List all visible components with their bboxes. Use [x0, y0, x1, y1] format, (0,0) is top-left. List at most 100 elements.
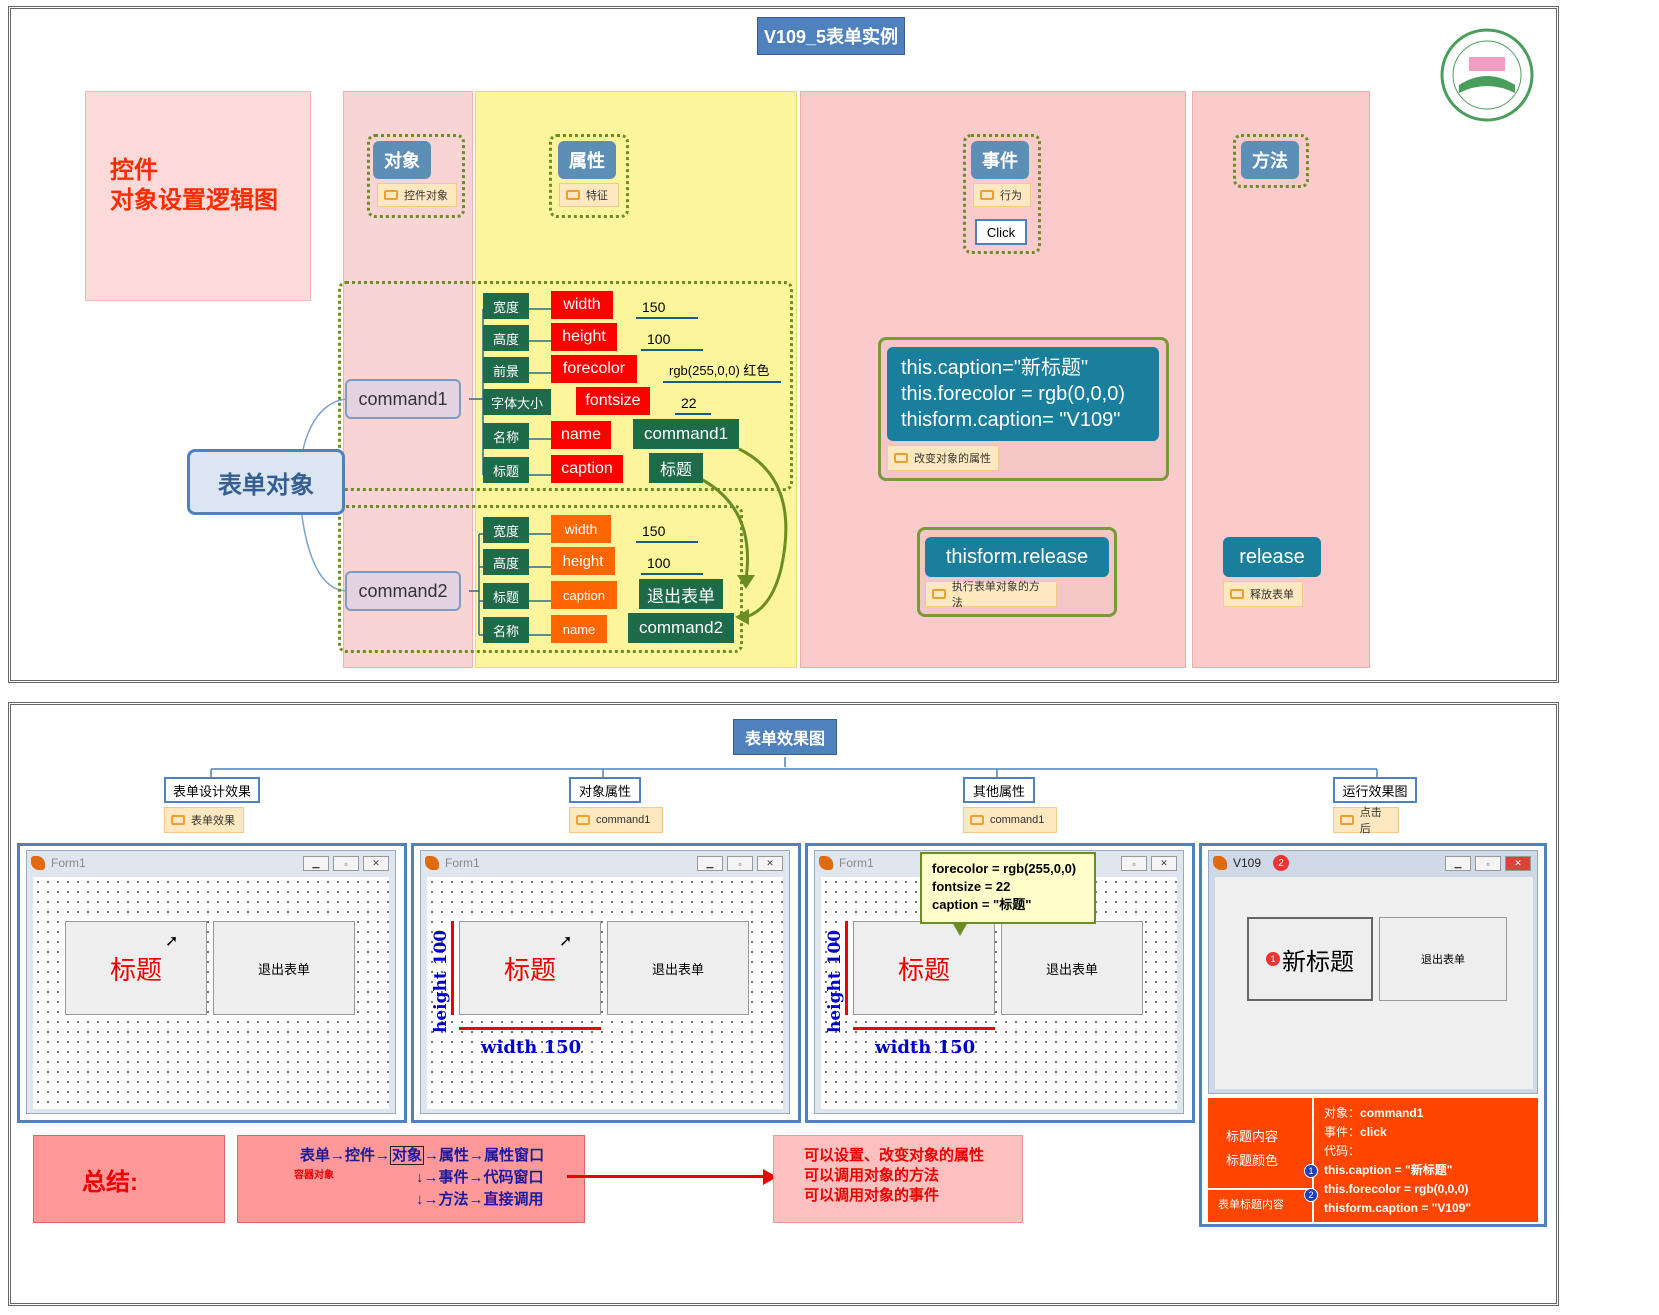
summary-label: 总结: — [82, 1169, 138, 1196]
object-header-group — [367, 134, 465, 218]
maximize-icon[interactable]: ▫ — [333, 856, 359, 871]
maximize-icon[interactable]: ▫ — [1475, 856, 1501, 871]
property-header-group — [549, 134, 629, 218]
note-property: 特征 — [559, 183, 619, 207]
c1-val-name: command1 — [633, 419, 739, 449]
badge-1-icon: 1 — [1266, 952, 1280, 966]
caption-button-3[interactable]: 标题 — [853, 921, 995, 1015]
summary-arrow-icon — [567, 1175, 767, 1178]
c1-prop-name[interactable]: name — [551, 421, 611, 449]
note-icon — [171, 815, 185, 825]
topic-method[interactable]: 方法 — [1241, 141, 1299, 179]
release-method-block[interactable]: release — [1223, 537, 1321, 577]
code-lines: 对象：command1 事件：click 代码： this.caption = … — [1324, 1104, 1471, 1218]
code-line-1: this.caption="新标题" — [901, 357, 1089, 379]
c1-prop-height[interactable]: height — [551, 323, 617, 351]
c1-prop-width[interactable]: width — [551, 291, 613, 319]
note-icon — [566, 190, 580, 200]
flow-line-1: 表单→控件→对象→属性→属性窗口 — [300, 1146, 545, 1165]
c2-prop-name[interactable]: name — [551, 615, 607, 643]
c1-cn-height: 高度 — [483, 325, 529, 351]
minimize-icon[interactable]: ▁ — [697, 856, 723, 871]
close-icon[interactable]: ✕ — [1505, 856, 1531, 871]
tooltip-pointer — [952, 922, 968, 936]
branch-other-props[interactable]: 其他属性 — [963, 777, 1035, 803]
logic-title-box: 控件 对象设置逻辑图 — [85, 91, 311, 301]
tooltip-line-1: forecolor = rgb(255,0,0) — [932, 861, 1077, 876]
command2-node[interactable]: command2 — [345, 571, 461, 611]
root-form-object[interactable]: 表单对象 — [187, 449, 345, 515]
height-arrow-icon — [451, 921, 454, 1015]
c1-prop-fontsize[interactable]: fontsize — [576, 387, 650, 415]
close-icon[interactable]: ✕ — [1151, 856, 1177, 871]
c1-val-fontsize: 22 — [675, 391, 711, 415]
c1-val-forecolor: rgb(255,0,0) 红色 — [663, 359, 781, 383]
height-label: height 100 — [431, 929, 451, 1033]
maximize-icon[interactable]: ▫ — [1121, 856, 1147, 871]
branch-object-props[interactable]: 对象属性 — [569, 777, 641, 803]
c2-val-height: 100 — [641, 551, 703, 575]
c2-prop-height[interactable]: height — [551, 547, 615, 575]
event-code-block[interactable]: this.caption="新标题" this.forecolor = rgb(… — [887, 347, 1159, 441]
c2-val-name: command2 — [628, 613, 734, 643]
close-icon[interactable]: ✕ — [757, 856, 783, 871]
code-c1: this.caption = "新标题" — [1324, 1163, 1453, 1177]
diagram-title: V109_5表单实例 — [757, 17, 905, 55]
note-object: 控件对象 — [377, 183, 457, 207]
fox-icon — [819, 856, 833, 870]
minimize-icon[interactable]: ▁ — [303, 856, 329, 871]
fox-icon — [425, 856, 439, 870]
command1-group — [338, 281, 793, 491]
design-frame: Form1 ▁ ▫ ✕ 标题 退出表单 ➚ — [17, 843, 407, 1123]
code-c3: thisform.caption = "V109" — [1324, 1201, 1472, 1215]
v109-titlebar: V109 2 ▁ ▫ ✕ — [1209, 851, 1537, 875]
fox-icon — [31, 856, 45, 870]
branch-run[interactable]: 运行效果图 — [1333, 777, 1417, 803]
maximize-icon[interactable]: ▫ — [727, 856, 753, 871]
tooltip-line-3: caption = "标题" — [932, 897, 1032, 912]
caption-button-2[interactable]: 标题 — [459, 921, 601, 1015]
topic-event[interactable]: 事件 — [971, 141, 1029, 179]
tooltip-line-2: fontsize = 22 — [932, 879, 1011, 894]
note-icon — [970, 815, 984, 825]
exit-button-2[interactable]: 退出表单 — [607, 921, 749, 1015]
minimize-icon[interactable]: ▁ — [1445, 856, 1471, 871]
c2-prop-width[interactable]: width — [551, 515, 611, 543]
caption-button[interactable]: 标题 — [65, 921, 207, 1015]
code-line-3: thisform.caption= "V109" — [901, 409, 1121, 431]
form1-window: Form1 ▁ ▫ ✕ 标题 退出表单 ➚ — [26, 850, 396, 1114]
topic-object[interactable]: 对象 — [373, 141, 431, 179]
exit-button-3[interactable]: 退出表单 — [1001, 921, 1143, 1015]
topic-property[interactable]: 属性 — [558, 141, 616, 179]
run-exit-button[interactable]: 退出表单 — [1379, 917, 1507, 1001]
summary-flow-box: 表单→控件→对象→属性→属性窗口 容器对象 ↓→事件→代码窗口 ↓→方法→直接调… — [237, 1135, 585, 1223]
height-arrow-icon — [845, 921, 848, 1015]
result-line-2: 可以调用对象的方法 — [804, 1167, 940, 1184]
c1-val-caption: 标题 — [649, 453, 703, 483]
event-click[interactable]: Click — [975, 219, 1027, 245]
form1-titlebar: Form1 ▁ ▫ ✕ — [27, 851, 395, 875]
exit-button[interactable]: 退出表单 — [213, 921, 355, 1015]
c1-prop-caption[interactable]: caption — [551, 455, 623, 483]
c1-prop-forecolor[interactable]: forecolor — [551, 355, 637, 383]
object-props-frame: Form1 ▁ ▫ ✕ 标题 退出表单 ➚ height 100 width 1… — [411, 843, 801, 1123]
c2-prop-caption[interactable]: caption — [551, 581, 617, 609]
note-event: 行为 — [973, 183, 1031, 207]
summary-result-box: 可以设置、改变对象的属性 可以调用对象的方法 可以调用对象的事件 — [773, 1135, 1023, 1223]
branch-design[interactable]: 表单设计效果 — [164, 777, 260, 803]
effect-title: 表单效果图 — [733, 719, 837, 755]
close-icon[interactable]: ✕ — [363, 856, 389, 871]
command1-node[interactable]: command1 — [345, 379, 461, 419]
command2-group — [338, 505, 743, 653]
cursor-icon: ➚ — [165, 933, 179, 950]
release-event-block[interactable]: thisform.release — [925, 537, 1109, 577]
c2-val-caption: 退出表单 — [639, 579, 723, 609]
c2-cn-name: 名称 — [483, 617, 529, 643]
method-header-group — [1233, 134, 1309, 188]
width-arrow-icon — [853, 1027, 995, 1030]
width-label: width 150 — [875, 1037, 976, 1058]
note-icon — [894, 453, 908, 463]
